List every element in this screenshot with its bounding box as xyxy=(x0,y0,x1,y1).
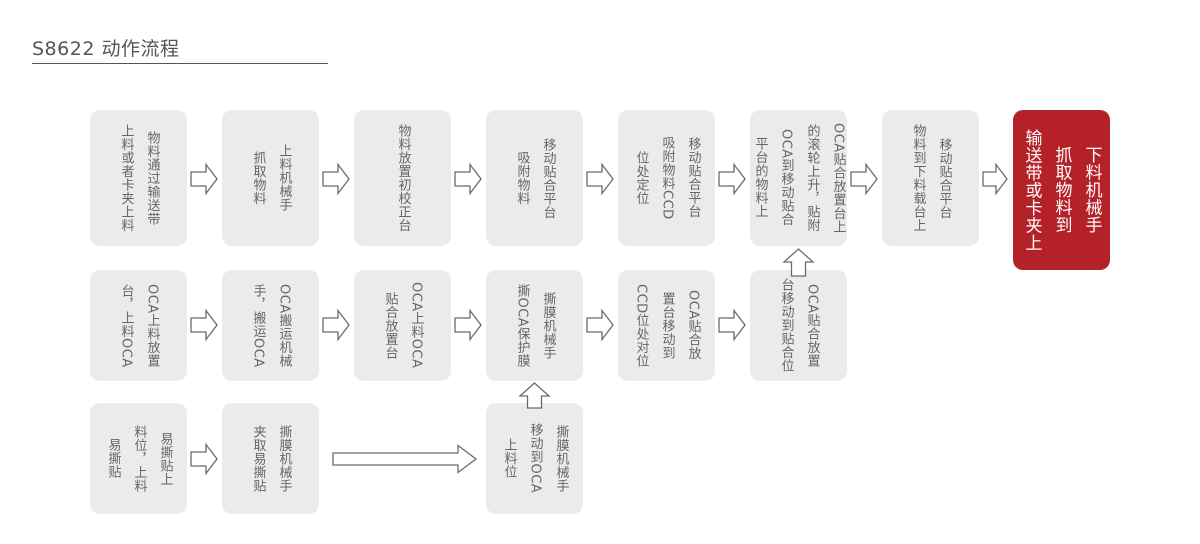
node-oca-loading-stage: OCA上料放置 台，上料OCA xyxy=(90,270,187,381)
node-label: 下料机械手 抓取物料到 输送带或卡夹上 xyxy=(1021,128,1102,252)
node-peel-robot-move: 撕膜机械手 移动到OCA 上料位 xyxy=(486,403,583,514)
node-peel-robot-grab: 撕膜机械手 夹取易撕贴 xyxy=(222,403,319,514)
node-label: 撕膜机械手 夹取易撕贴 xyxy=(250,424,292,493)
arrow-right xyxy=(586,308,614,342)
node-conveyor-loading: 物料通过输送带 上料或者卡夹上料 xyxy=(90,110,187,246)
node-label: 撕膜机械手 撕OCA保护膜 xyxy=(514,283,556,368)
arrow-right-long xyxy=(332,444,478,474)
node-label: OCA贴合放 置台移动到 CCD位处对位 xyxy=(633,283,701,368)
node-oca-transfer-robot: OCA搬运机械 手，搬运OCA xyxy=(222,270,319,381)
arrow-right xyxy=(454,162,482,196)
node-easy-peel-loading: 易撕贴上 料位，上料 易撕贴 xyxy=(90,403,187,514)
node-label: OCA搬运机械 手，搬运OCA xyxy=(250,283,292,368)
arrow-right xyxy=(190,308,218,342)
node-label: 易撕贴上 料位，上料 易撕贴 xyxy=(105,424,173,493)
node-loading-robot: 上料机械手 抓取物料 xyxy=(222,110,319,246)
node-label: OCA贴合放置 台移动到贴合位 xyxy=(778,278,820,373)
node-initial-calibration: 物料放置初校正台 xyxy=(354,110,451,246)
node-label: 移动贴合平台 吸附物料CCD 位处定位 xyxy=(633,136,701,220)
node-label: OCA上料OCA 贴合放置台 xyxy=(382,282,424,369)
node-oca-ccd-alignment: OCA贴合放 置台移动到 CCD位处对位 xyxy=(618,270,715,381)
arrow-right xyxy=(718,308,746,342)
node-platform-suction: 移动贴合平台 吸附物料 xyxy=(486,110,583,246)
page-title: S8622 动作流程 xyxy=(32,38,180,60)
node-unloading-robot: 下料机械手 抓取物料到 输送带或卡夹上 xyxy=(1013,110,1110,270)
node-label: 物料通过输送带 上料或者卡夹上料 xyxy=(118,124,160,232)
node-label: 上料机械手 抓取物料 xyxy=(250,144,292,212)
arrow-up xyxy=(782,248,815,277)
node-oca-lamination-stage: OCA上料OCA 贴合放置台 xyxy=(354,270,451,381)
arrow-right xyxy=(718,162,746,196)
node-oca-lamination: OCA贴合放置台上 的滚轮上升，贴附 OCA到移动贴合 平台的物料上 xyxy=(750,110,847,246)
arrow-right xyxy=(322,308,350,342)
node-label: OCA贴合放置台上 的滚轮上升，贴附 OCA到移动贴合 平台的物料上 xyxy=(752,122,846,234)
arrow-right xyxy=(586,162,614,196)
node-label: OCA上料放置 台，上料OCA xyxy=(118,283,160,368)
node-peel-protective-film: 撕膜机械手 撕OCA保护膜 xyxy=(486,270,583,381)
node-label: 移动贴合平台 物料到下料载台上 xyxy=(910,124,952,232)
arrow-right xyxy=(190,162,218,196)
node-label: 移动贴合平台 吸附物料 xyxy=(514,137,556,219)
arrow-right xyxy=(190,442,218,476)
arrow-right xyxy=(322,162,350,196)
arrow-right xyxy=(454,308,482,342)
arrow-up xyxy=(518,382,551,409)
node-platform-ccd-positioning: 移动贴合平台 吸附物料CCD 位处定位 xyxy=(618,110,715,246)
arrow-right xyxy=(850,162,878,196)
node-oca-to-lamination-position: OCA贴合放置 台移动到贴合位 xyxy=(750,270,847,381)
node-label: 撕膜机械手 移动到OCA 上料位 xyxy=(501,423,569,494)
title-underline xyxy=(32,63,328,64)
arrow-right xyxy=(982,162,1008,196)
node-unload-stage: 移动贴合平台 物料到下料载台上 xyxy=(882,110,979,246)
node-label: 物料放置初校正台 xyxy=(395,124,411,232)
